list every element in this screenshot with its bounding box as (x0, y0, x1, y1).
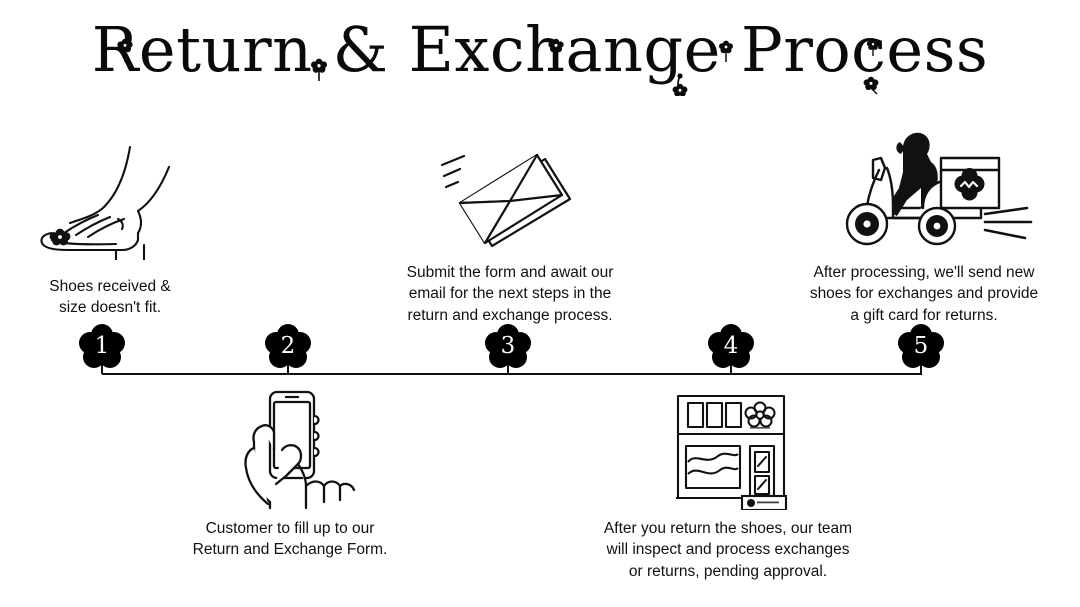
step-1-caption: Shoes received & size doesn't fit. (49, 278, 171, 317)
sandal-foot-illustration (40, 145, 171, 260)
timeline-badge-2[interactable]: 2 (264, 323, 312, 371)
timeline-badge-5-number: 5 (913, 333, 929, 359)
flower-badge-shape-2-icon (265, 324, 311, 368)
timeline-stem-2 (287, 362, 289, 374)
timeline-badge-1-number: 1 (94, 333, 110, 359)
timeline-stem-1 (101, 362, 103, 374)
timeline-badge-3-number: 3 (500, 333, 516, 359)
timeline-badge-5[interactable]: 5 (897, 323, 945, 371)
step-2-caption: Customer to fill up to our Return and Ex… (192, 520, 388, 559)
flower-badge-shape-5-icon (898, 324, 944, 368)
page-title: Return & Exchange Process (0, 13, 1080, 96)
timeline-stem-3 (507, 362, 509, 374)
step-5-caption: After processing, we'll send new shoes f… (809, 264, 1039, 324)
page-title-text: Return & Exchange Process (91, 13, 989, 86)
delivery-scooter-illustration (845, 132, 1033, 246)
timeline-badge-2-number: 2 (280, 333, 296, 359)
envelope-illustration (440, 153, 572, 248)
timeline-badge-1[interactable]: 1 (78, 323, 126, 371)
flower-badge-shape-1-icon (79, 324, 125, 368)
timeline-badge-4-number: 4 (723, 333, 739, 359)
timeline-badge-3[interactable]: 3 (484, 323, 532, 371)
timeline-axis (102, 373, 922, 376)
flower-badge-shape-3-icon (485, 324, 531, 368)
timeline-stem-4 (730, 362, 732, 374)
storefront-illustration (676, 394, 788, 510)
timeline-badge-4[interactable]: 4 (707, 323, 755, 371)
hand-holding-phone-illustration (244, 390, 356, 510)
flower-badge-shape-4-icon (708, 324, 754, 368)
step-3-caption: Submit the form and await our email for … (406, 264, 614, 324)
timeline-stem-5 (920, 362, 922, 374)
step-4-caption: After you return the shoes, our team wil… (603, 520, 853, 580)
